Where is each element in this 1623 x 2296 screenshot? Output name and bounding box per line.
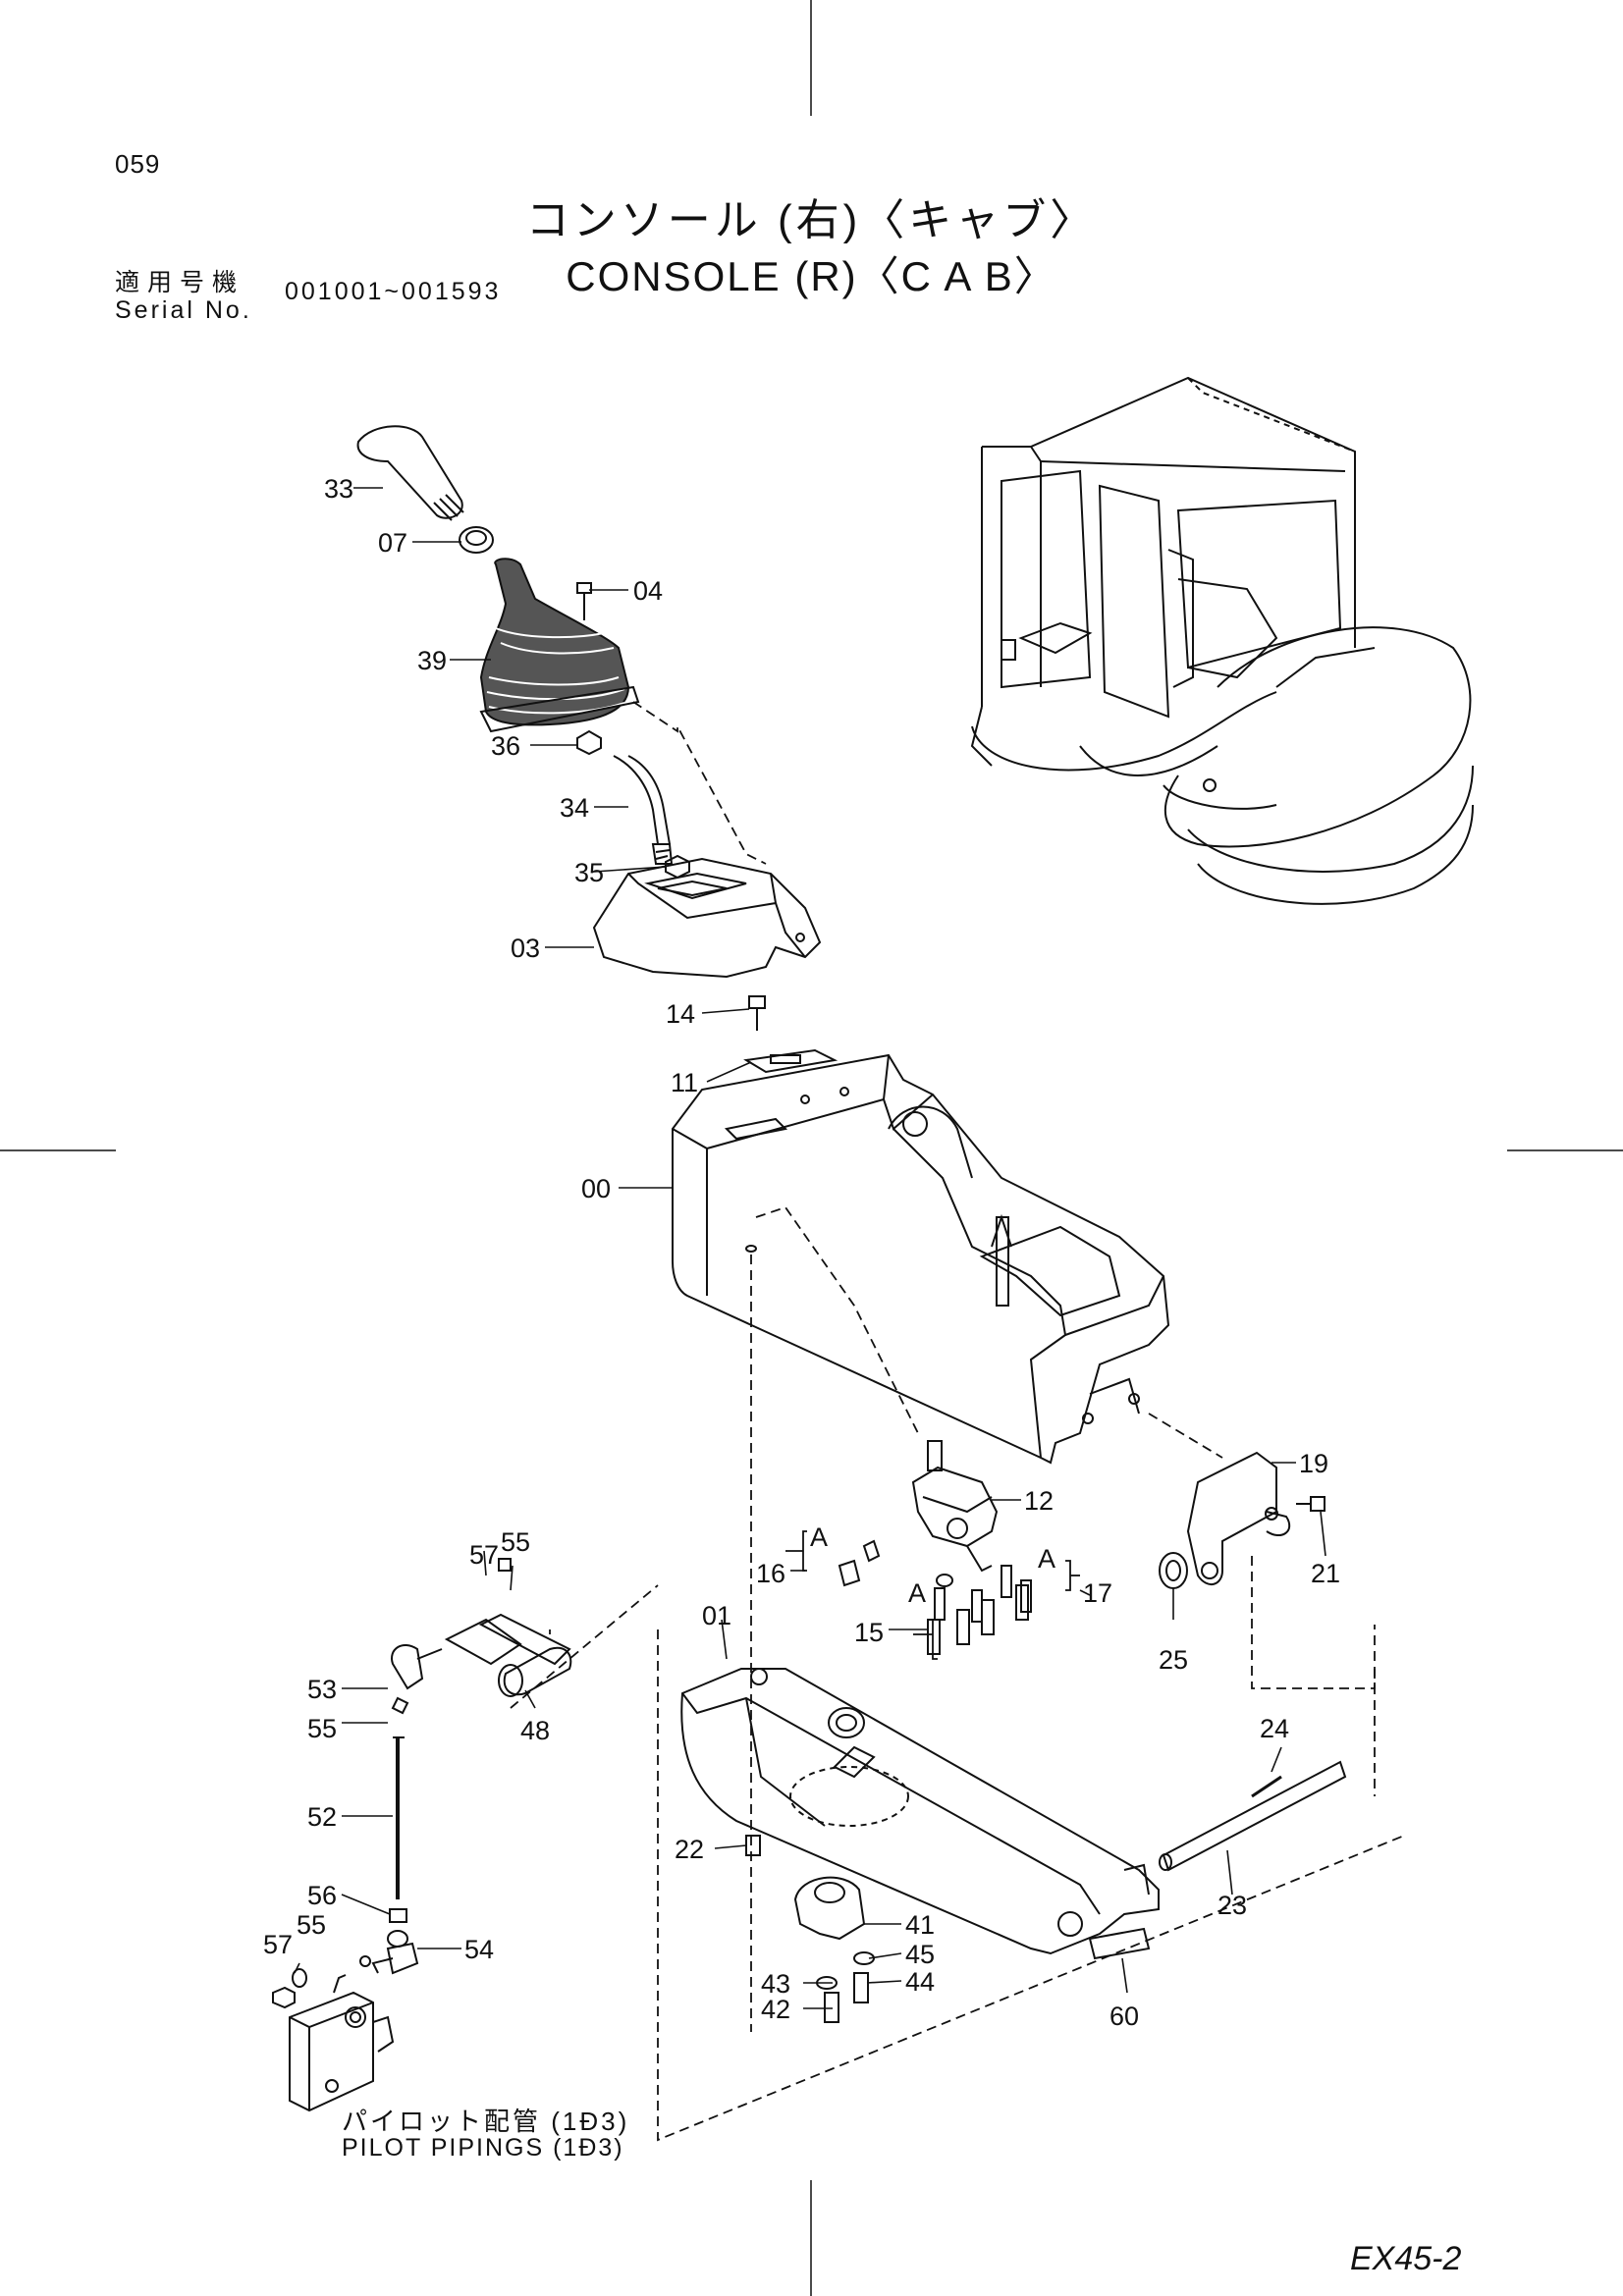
callout-a: A [810, 1522, 828, 1552]
pilot-label-jp: パイロット配管 (1Ð3) [342, 2107, 630, 2136]
part-label: 01 [702, 1601, 731, 1630]
part-label: 41 [905, 1910, 935, 1940]
serial-range: 001001~001593 [285, 278, 502, 305]
part-label: 15 [854, 1618, 884, 1647]
nut-rod-icons [576, 729, 690, 880]
console-cover-icon [592, 857, 822, 979]
part-label: 23 [1217, 1891, 1247, 1920]
label-leaders [294, 487, 1326, 2009]
serial-label-en: Serial No. [115, 296, 252, 324]
model-code: EX45-2 [1350, 2240, 1462, 2277]
part-label: 33 [324, 474, 353, 504]
link-rod-icon [272, 1558, 572, 2009]
part-label: 55 [307, 1714, 337, 1743]
title-en: CONSOLE (R)〈C A B〉 [566, 253, 1057, 299]
part-label: 42 [761, 1995, 790, 2024]
title-jp: コンソール (右)〈キャブ〉 [525, 196, 1098, 244]
callout-a: A [908, 1578, 926, 1608]
part-label: 45 [905, 1940, 935, 1969]
pin-icon [1159, 1760, 1347, 1872]
part-label: 48 [520, 1716, 550, 1745]
part-label: 57 [263, 1930, 293, 1959]
part-label: 16 [756, 1559, 785, 1588]
leader-lines [510, 701, 1405, 2142]
part-label: 21 [1311, 1559, 1340, 1588]
part-label: 60 [1109, 2002, 1139, 2031]
part-label: 35 [574, 858, 604, 887]
rubber-boot-icon [479, 558, 640, 733]
part-label: 07 [378, 528, 407, 558]
part-label: 57 [469, 1540, 499, 1570]
part-label: 44 [905, 1967, 935, 1997]
bracket-icon [1159, 1451, 1325, 1589]
part-label: 12 [1024, 1486, 1054, 1516]
part-label: 25 [1159, 1645, 1188, 1675]
part-label: 22 [675, 1835, 704, 1864]
part-label: 03 [511, 934, 540, 963]
mount-icon [745, 1835, 1151, 2023]
callout-brackets [785, 1530, 1080, 1660]
cab-illustration-icon [970, 376, 1474, 905]
page-number: 059 [115, 149, 161, 179]
part-label: 43 [761, 1969, 790, 1999]
part-label: 56 [307, 1881, 337, 1910]
part-label: 19 [1299, 1449, 1328, 1478]
part-label: 39 [417, 646, 447, 675]
part-label: 54 [464, 1935, 494, 1964]
pilot-label-en: PILOT PIPINGS (1Ð3) [342, 2134, 624, 2162]
plate-bolt-icons [743, 995, 839, 1074]
part-label: 52 [307, 1802, 337, 1832]
part-labels: 33 07 04 39 36 34 35 03 14 11 00 19 12 2… [263, 474, 1340, 2031]
part-label: 24 [1260, 1714, 1289, 1743]
serial-label-jp: 適用号機 [115, 269, 245, 296]
lever-knob-icon [356, 425, 494, 554]
console-body-icon [672, 1053, 1170, 1465]
part-label: 14 [666, 999, 695, 1029]
base-frame-icon [680, 1668, 1160, 1955]
block-valve-icon [289, 1974, 395, 2112]
part-label: 04 [633, 576, 663, 606]
part-label: 17 [1083, 1578, 1112, 1608]
part-label: 53 [307, 1675, 337, 1704]
callout-a: A [1038, 1544, 1055, 1574]
part-label: 55 [501, 1527, 530, 1557]
part-label: 11 [671, 1068, 698, 1097]
part-label: 00 [581, 1174, 611, 1203]
part-label: 55 [297, 1910, 326, 1940]
part-label: 34 [560, 793, 589, 823]
part-label: 36 [491, 731, 520, 761]
fittings-icons [838, 1539, 1032, 1655]
bolt-04-icon [576, 582, 592, 620]
pilot-valve-icon [911, 1440, 999, 1573]
